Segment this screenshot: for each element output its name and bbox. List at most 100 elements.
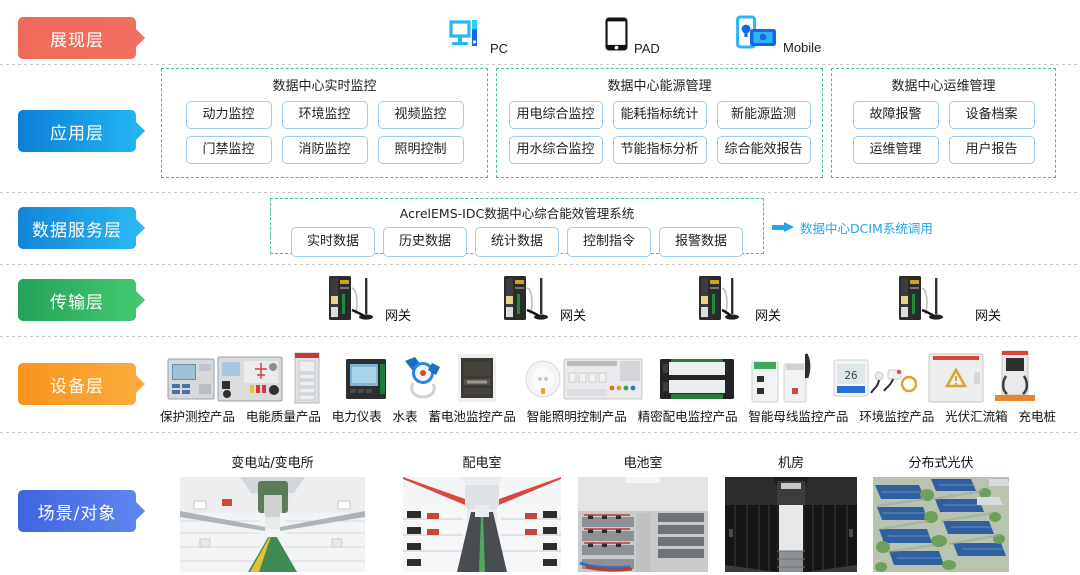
terminal-label-mobile: Mobile (783, 40, 822, 55)
app-chip-grid: 用电综合监控 能耗指标统计 新能源监测 用水综合监控 节能指标分析 综合能效报告 (497, 101, 822, 164)
app-group-title: 数据中心运维管理 (891, 79, 996, 94)
server-room-photo (725, 477, 857, 572)
badge-tip-icon (135, 121, 145, 141)
scene-substation: 变电站/变电所 (180, 452, 365, 572)
device-image-precision-power-dist (659, 358, 735, 405)
device-image-protection-relay (167, 355, 215, 408)
badge-tip-icon (135, 501, 145, 521)
data-service-chip[interactable]: 报警数据 (659, 227, 743, 257)
device-label: 智能照明控制产品 (526, 409, 627, 424)
layer-label-presentation: 展现层 (50, 30, 104, 51)
gateway-label: 网关 (975, 309, 1002, 324)
device-image-power-quality (217, 355, 283, 408)
terminal-pc[interactable]: PC (449, 18, 508, 57)
app-group-energy-management: 数据中心能源管理 用电综合监控 能耗指标统计 新能源监测 用水综合监控 节能指标… (496, 68, 823, 178)
distribution-room-photo (403, 477, 561, 572)
app-chip-grid: 动力监控 环境监控 视频监控 门禁监控 消防监控 照明控制 (162, 101, 487, 164)
svg-text:26: 26 (844, 369, 857, 382)
scene-caption: 分布式光伏 (908, 456, 974, 471)
gateway-label: 网关 (755, 309, 782, 324)
distributed-pv-photo (873, 477, 1009, 572)
app-group-om-management: 数据中心运维管理 故障报警 设备档案 运维管理 用户报告 (831, 68, 1056, 178)
app-chip[interactable]: 节能指标分析 (612, 136, 707, 164)
app-chip[interactable]: 故障报警 (852, 101, 939, 129)
layer-label-device: 设备层 (50, 376, 104, 397)
layer-badge-transmission[interactable]: 传输层 (18, 279, 145, 321)
app-chip[interactable]: 设备档案 (948, 101, 1035, 129)
device-label-row: 保护测控产品 电能质量产品 电力仪表 水表 蓄电池监控产品 智能照明控制产品 精… (160, 406, 1056, 425)
device-label: 充电桩 (1018, 409, 1056, 424)
layer-badge-scene[interactable]: 场景/对象 (18, 490, 145, 532)
device-image-busway-monitor (748, 352, 816, 409)
badge-tip-icon (135, 290, 145, 310)
app-group-title: 数据中心实时监控 (272, 79, 377, 94)
gateway-icon (695, 274, 753, 327)
device-label: 光伏汇流箱 (945, 409, 1008, 424)
device-image-switchgear-cabinet (290, 352, 324, 409)
gateway-label: 网关 (560, 309, 587, 324)
app-chip[interactable]: 综合能效报告 (716, 136, 811, 164)
dcim-callout-label: 数据中心DCIM系统调用 (800, 221, 933, 236)
layer-badge-application[interactable]: 应用层 (18, 110, 145, 152)
layer-badge-presentation[interactable]: 展现层 (18, 17, 145, 59)
app-chip[interactable]: 视频监控 (377, 101, 464, 129)
dcim-callout: 数据中心DCIM系统调用 (772, 218, 933, 237)
device-label: 环境监控产品 (859, 409, 935, 424)
app-chip[interactable]: 动力监控 (185, 101, 272, 129)
data-service-chip[interactable]: 实时数据 (291, 227, 375, 257)
app-chip[interactable]: 消防监控 (281, 136, 368, 164)
layer-badge-data-service[interactable]: 数据服务层 (18, 207, 145, 249)
app-chip[interactable]: 用水综合监控 (508, 136, 603, 164)
app-chip[interactable]: 环境监控 (281, 101, 368, 129)
data-service-chip[interactable]: 控制指令 (567, 227, 651, 257)
app-chip[interactable]: 运维管理 (852, 136, 939, 164)
divider-presentation (0, 64, 1080, 65)
layer-label-application: 应用层 (50, 123, 104, 144)
device-image-charging-pile (993, 350, 1037, 409)
device-image-battery-monitor (455, 353, 499, 408)
gateway-icon (325, 274, 383, 327)
arrow-right-icon (772, 222, 794, 233)
terminal-mobile[interactable]: Mobile (736, 15, 821, 56)
app-chip[interactable]: 门禁监控 (185, 136, 272, 164)
gateway-3: 网关 (695, 274, 781, 327)
data-service-chip[interactable]: 历史数据 (383, 227, 467, 257)
battery-room-photo (578, 477, 708, 572)
divider-application (0, 192, 1080, 193)
terminal-label-pc: PC (490, 41, 509, 56)
app-chip-grid: 故障报警 设备档案 运维管理 用户报告 (832, 101, 1055, 164)
badge-tip-icon (135, 374, 145, 394)
scene-caption: 配电室 (462, 456, 502, 471)
pad-icon (604, 16, 629, 57)
app-chip[interactable]: 用户报告 (948, 136, 1035, 164)
terminal-pad[interactable]: PAD (604, 16, 660, 57)
device-label: 智能母线监控产品 (748, 409, 849, 424)
terminal-label-pad: PAD (634, 41, 660, 56)
badge-tip-icon (135, 28, 145, 48)
device-image-pv-combiner-box (927, 352, 985, 409)
layer-label-transmission: 传输层 (50, 292, 104, 313)
divider-transmission (0, 336, 1080, 337)
device-label: 蓄电池监控产品 (428, 409, 516, 424)
layer-badge-device[interactable]: 设备层 (18, 363, 145, 405)
device-image-environment-monitor: 26 (833, 358, 918, 405)
data-service-chip[interactable]: 统计数据 (475, 227, 559, 257)
app-chip[interactable]: 新能源监测 (716, 101, 811, 129)
gateway-4: 网关 (895, 274, 1001, 327)
app-chip[interactable]: 能耗指标统计 (612, 101, 707, 129)
app-chip[interactable]: 照明控制 (377, 136, 464, 164)
pc-icon (449, 18, 485, 57)
scene-server-room: 机房 (725, 452, 857, 572)
layer-label-data-service: 数据服务层 (32, 220, 122, 241)
app-chip[interactable]: 用电综合监控 (508, 101, 603, 129)
device-image-sensor (523, 358, 563, 405)
gateway-2: 网关 (500, 274, 586, 327)
scene-distributed-pv: 分布式光伏 (873, 452, 1009, 572)
badge-tip-icon (135, 218, 145, 238)
data-service-group: AcrelEMS-IDC数据中心综合能效管理系统 实时数据 历史数据 统计数据 … (270, 198, 764, 257)
scene-caption: 电池室 (623, 456, 663, 471)
scene-caption: 变电站/变电所 (231, 456, 314, 471)
device-label: 精密配电监控产品 (637, 409, 738, 424)
substation-photo (180, 477, 365, 572)
